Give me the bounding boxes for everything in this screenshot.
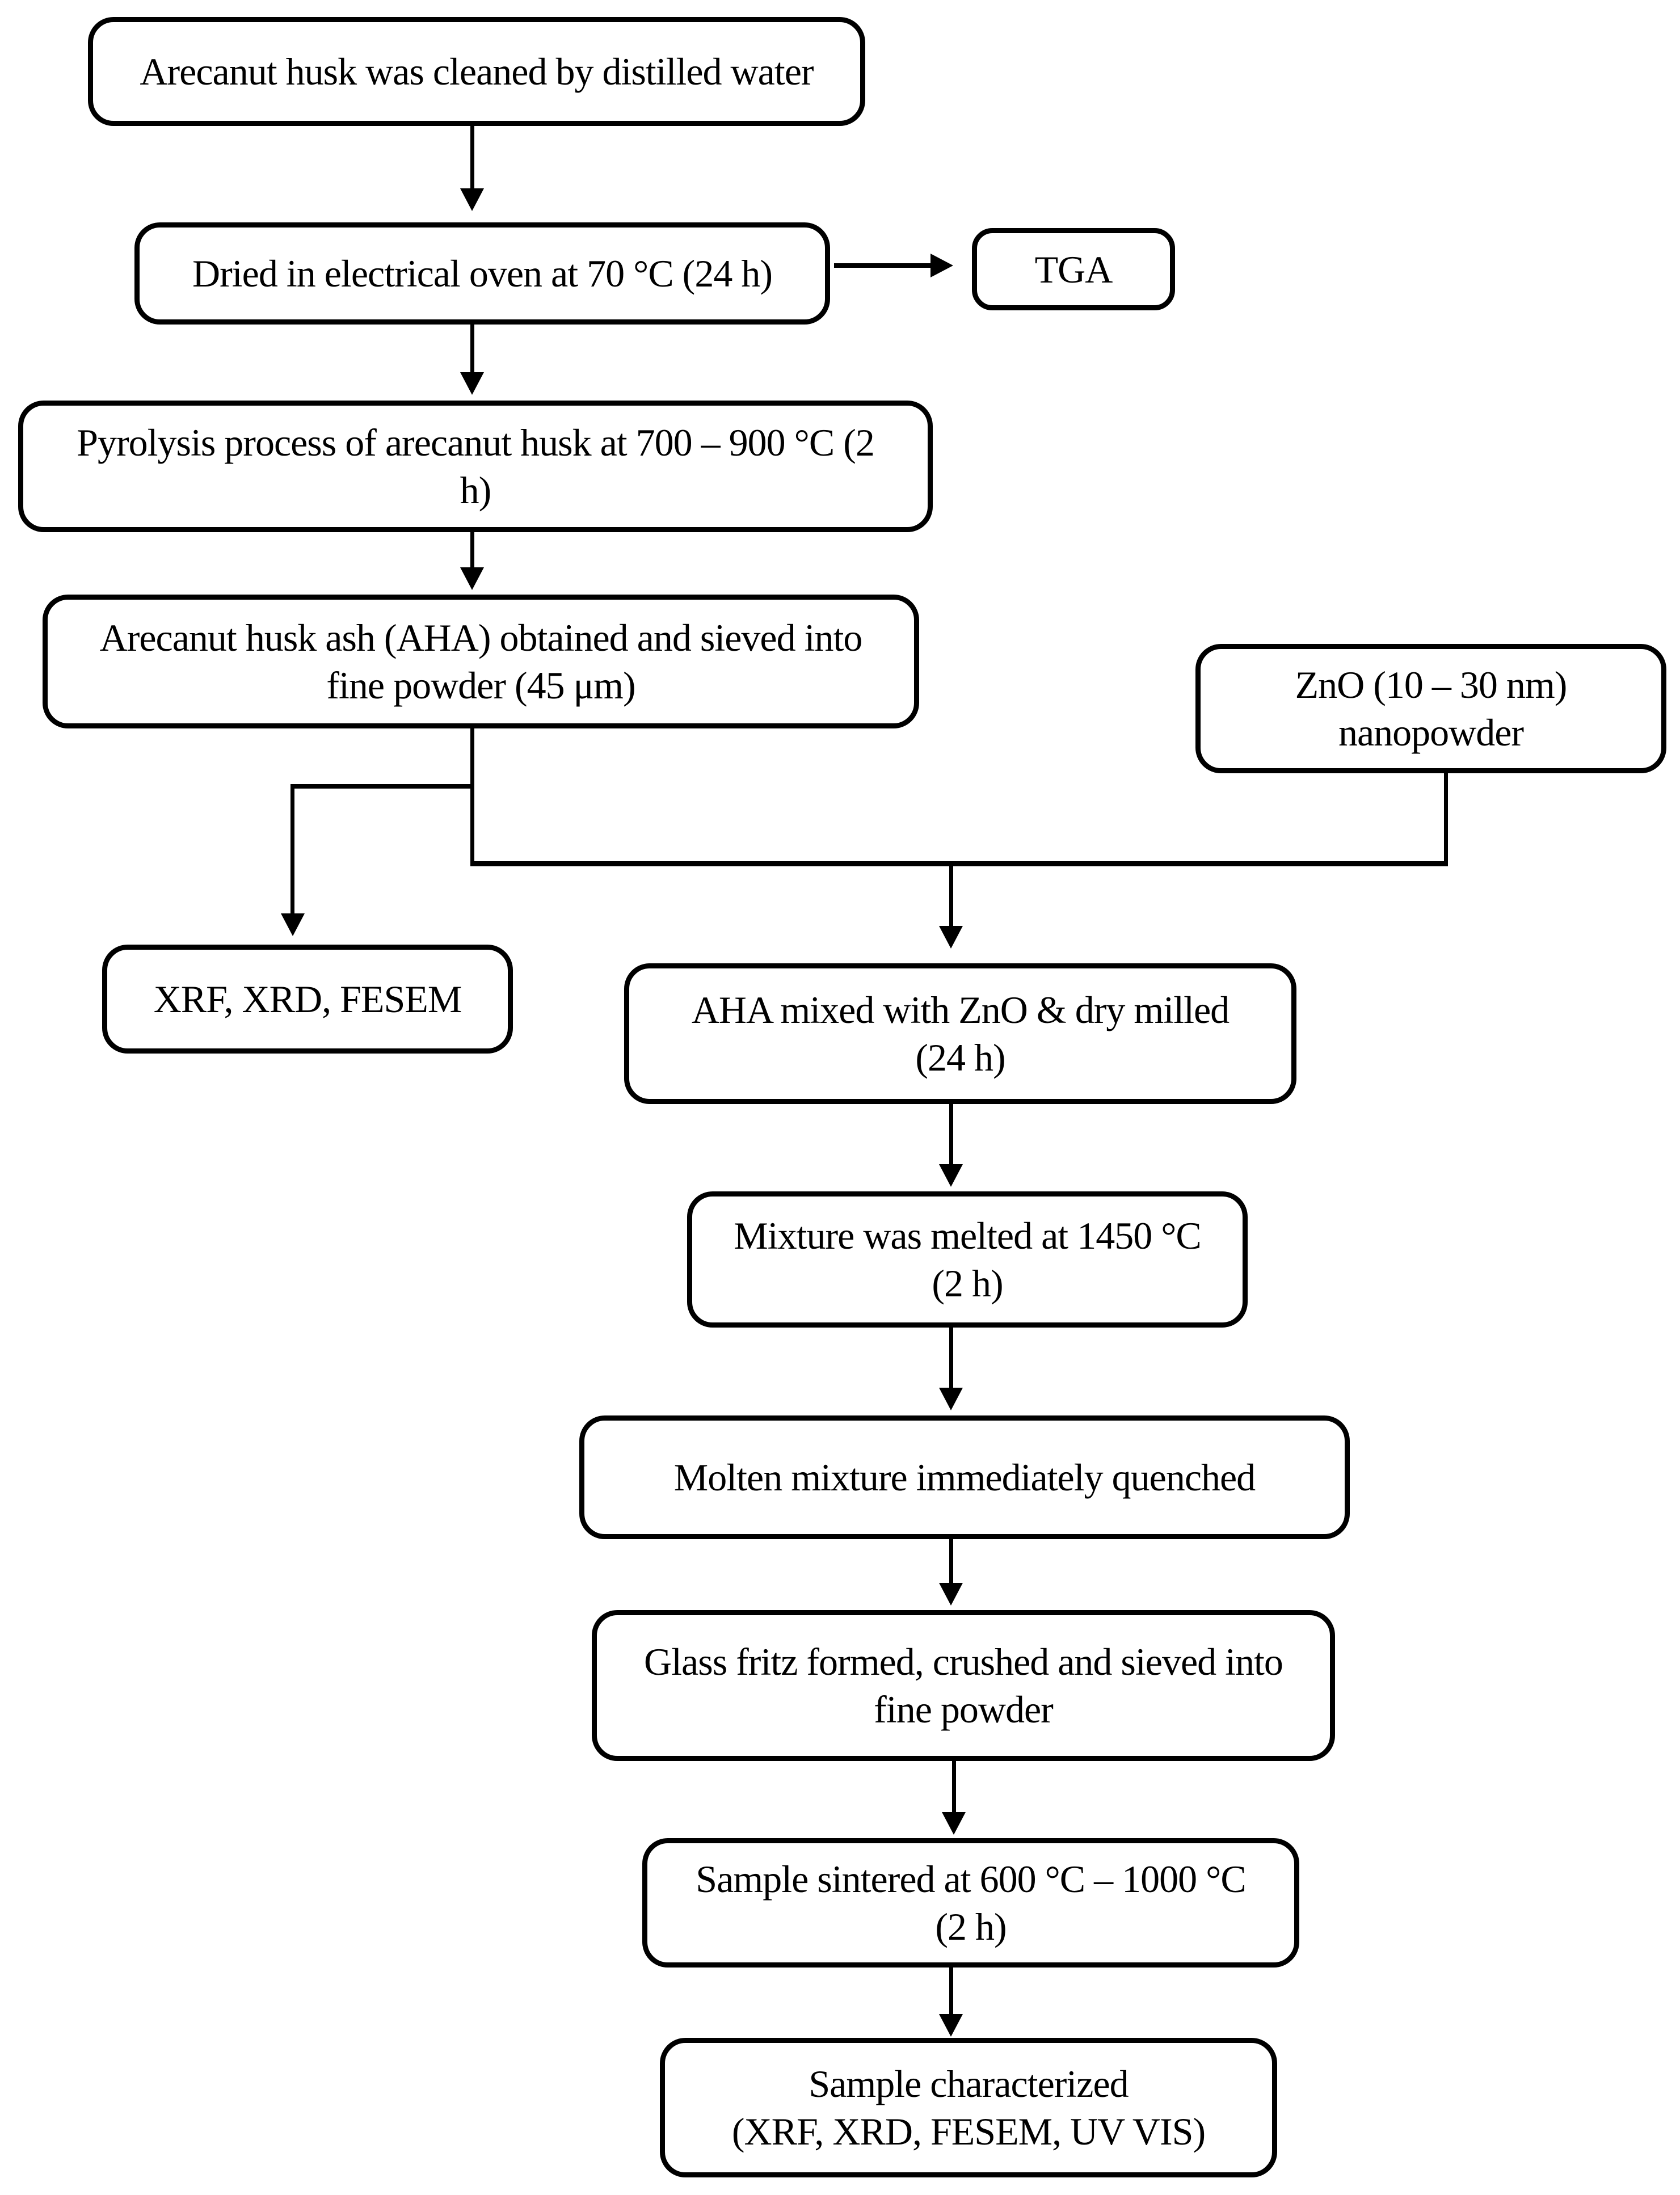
flow-box-pyrolysis-text-line2: h) (460, 469, 492, 512)
arrow-melted-to-quenched-head-icon (939, 1388, 963, 1410)
flow-box-pyrolysis-text-line1: Pyrolysis process of arecanut husk at 70… (77, 421, 875, 464)
arrow-fritz-to-sintered-line (952, 1761, 956, 1813)
arrow-dried-to-tga-line (834, 263, 932, 268)
arrow-merge-to-mixed-head-icon (939, 926, 963, 949)
flow-box-mixed-text-line1: AHA mixed with ZnO & dry milled (691, 988, 1230, 1031)
flow-box-mixed-text-line2: (24 h) (915, 1036, 1005, 1079)
flow-box-sintered: Sample sintered at 600 °C – 1000 °C (2 h… (642, 1838, 1299, 1968)
flow-box-melted-text-line2: (2 h) (932, 1262, 1003, 1305)
arrow-sintered-to-characterized-head-icon (939, 2014, 963, 2037)
flow-box-ash: Arecanut husk ash (AHA) obtained and sie… (43, 595, 919, 728)
flow-box-clean-text: Arecanut husk was cleaned by distilled w… (140, 50, 814, 93)
flow-box-xrf-text: XRF, XRD, FESEM (153, 978, 462, 1021)
flow-box-fritz-text-line2: fine powder (874, 1688, 1054, 1731)
flow-box-clean: Arecanut husk was cleaned by distilled w… (88, 17, 865, 126)
arrow-dried-to-pyrolysis-line (470, 325, 474, 373)
flow-box-sintered-text-line2: (2 h) (935, 1905, 1007, 1948)
arrow-merge-to-mixed-line (949, 865, 953, 927)
flow-box-ash-text-line1: Arecanut husk ash (AHA) obtained and sie… (99, 616, 863, 659)
flow-box-melted-text-line1: Mixture was melted at 1450 °C (734, 1214, 1201, 1257)
arrow-fritz-to-sintered-head-icon (942, 1812, 966, 1835)
arrow-sintered-to-characterized-line (949, 1968, 953, 2015)
arrow-quenched-to-fritz-line (949, 1539, 953, 1584)
flow-box-characterized-text-line1: Sample characterized (809, 2062, 1129, 2105)
arrow-branch-to-xrf-line (290, 784, 294, 915)
arrow-clean-to-dried-head-icon (460, 188, 484, 211)
flow-box-dried: Dried in electrical oven at 70 °C (24 h) (134, 222, 830, 325)
arrow-branch-to-xrf-head-icon (281, 913, 305, 936)
connector-branch-left-line (290, 784, 474, 789)
arrow-mixed-to-melted-line (949, 1104, 953, 1165)
arrow-mixed-to-melted-head-icon (939, 1164, 963, 1187)
flow-box-zno-text-line2: nanopowder (1338, 711, 1524, 754)
arrow-melted-to-quenched-line (949, 1328, 953, 1389)
arrow-clean-to-dried-line (470, 126, 474, 189)
connector-merge-horizontal-line (470, 861, 1448, 866)
flow-box-xrf: XRF, XRD, FESEM (102, 945, 513, 1054)
arrow-dried-to-pyrolysis-head-icon (460, 372, 484, 395)
flow-box-pyrolysis: Pyrolysis process of arecanut husk at 70… (18, 401, 933, 532)
flow-box-quenched-text: Molten mixture immediately quenched (673, 1456, 1256, 1499)
flow-box-zno: ZnO (10 – 30 nm) nanopowder (1195, 644, 1666, 773)
flow-box-dried-text: Dried in electrical oven at 70 °C (24 h) (192, 252, 773, 295)
connector-zno-drop-line (1444, 772, 1448, 863)
arrow-pyrolysis-to-ash-line (470, 532, 474, 568)
flow-box-zno-text-line1: ZnO (10 – 30 nm) (1295, 663, 1568, 706)
flow-box-fritz-text-line1: Glass fritz formed, crushed and sieved i… (644, 1640, 1283, 1683)
flow-box-ash-text-line2: fine powder (45 μm) (326, 664, 635, 707)
arrow-pyrolysis-to-ash-head-icon (460, 567, 484, 590)
flow-box-mixed: AHA mixed with ZnO & dry milled (24 h) (624, 963, 1296, 1104)
flow-box-characterized: Sample characterized (XRF, XRD, FESEM, U… (660, 2038, 1277, 2177)
flow-box-melted: Mixture was melted at 1450 °C (2 h) (687, 1191, 1248, 1328)
flow-box-sintered-text-line1: Sample sintered at 600 °C – 1000 °C (696, 1857, 1246, 1901)
flow-box-tga: TGA (972, 228, 1175, 310)
flow-box-quenched: Molten mixture immediately quenched (579, 1415, 1350, 1539)
arrow-dried-to-tga-head-icon (930, 254, 953, 277)
connector-ash-spine-line (470, 728, 474, 865)
flow-box-tga-text: TGA (1034, 247, 1113, 291)
flow-box-characterized-text-line2: (XRF, XRD, FESEM, UV VIS) (731, 2110, 1206, 2153)
arrow-quenched-to-fritz-head-icon (939, 1583, 963, 1606)
flow-box-fritz: Glass fritz formed, crushed and sieved i… (592, 1610, 1335, 1761)
